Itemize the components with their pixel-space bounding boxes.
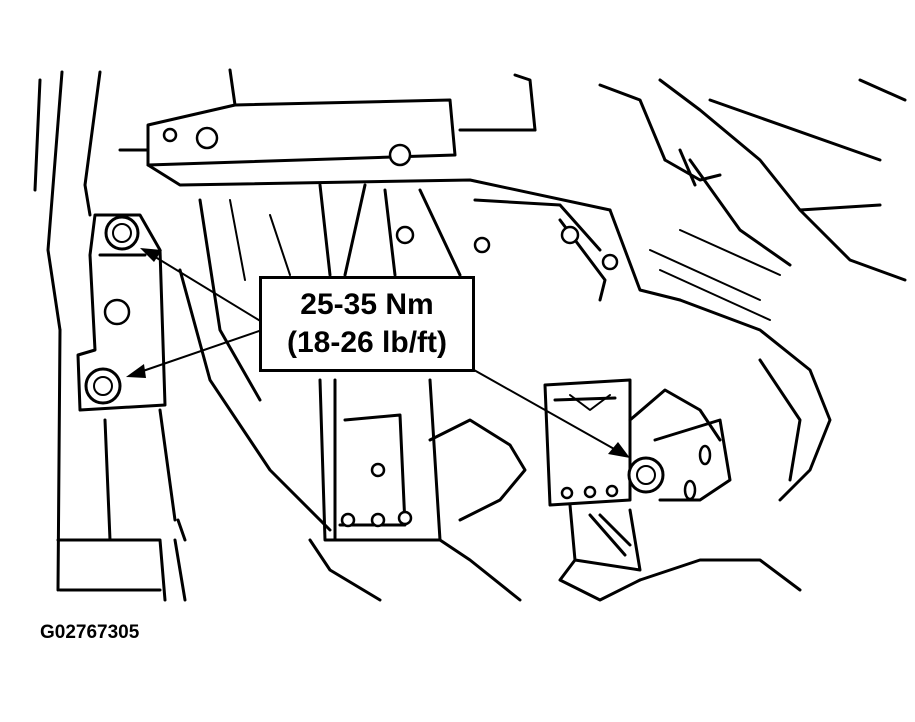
left-bracket — [76, 213, 167, 412]
mount-hole — [370, 512, 386, 528]
left-body-panel — [33, 70, 187, 602]
torque-metric: 25-35 Nm — [300, 288, 434, 321]
bracket-hole — [103, 298, 131, 326]
mount-hole — [370, 462, 386, 478]
leader-line-upper-left — [151, 254, 263, 323]
crossmember-hole — [162, 127, 178, 143]
mount-hole — [683, 479, 697, 501]
arrowhead — [140, 248, 162, 262]
torque-imperial: (18-26 lb/ft) — [286, 326, 448, 359]
leader-arrows — [126, 248, 630, 458]
frame-hole — [601, 253, 619, 271]
bolt-upper-left — [104, 215, 140, 251]
crossmember-hole — [195, 126, 219, 150]
torque-callout: 25-35 Nm (18-26 lb/ft) — [259, 276, 475, 372]
bolt-lower-left — [84, 367, 122, 405]
frame-hole — [560, 225, 580, 245]
bolt-right — [627, 456, 665, 494]
mount-hole — [560, 486, 574, 500]
arrowhead — [608, 442, 630, 458]
leader-line-right — [473, 369, 617, 451]
central-structure — [178, 183, 602, 532]
center-mount-bracket — [308, 378, 527, 602]
frame-hole — [473, 236, 491, 254]
mount-hole — [605, 484, 619, 498]
frame-hole — [395, 225, 415, 245]
mount-hole — [340, 512, 356, 528]
leader-line-lower-left — [139, 329, 263, 373]
right-mount-bracket — [543, 298, 832, 602]
figure-id-label: G02767305 — [40, 622, 140, 643]
mount-hole — [583, 485, 597, 499]
upper-crossmember — [118, 68, 612, 212]
upper-right-structure — [558, 78, 907, 321]
crossmember-hole — [388, 143, 412, 167]
mount-hole — [397, 510, 413, 526]
arrowhead — [126, 364, 146, 378]
mount-hole — [698, 444, 712, 466]
